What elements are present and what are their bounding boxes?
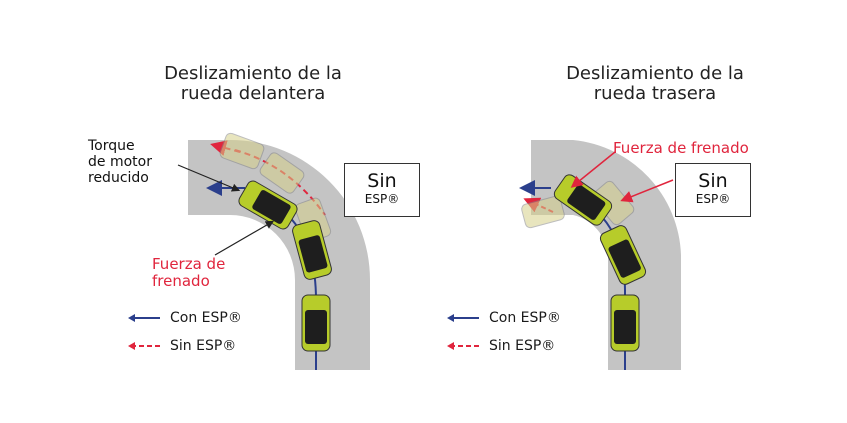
brake-leader-line-1: [570, 151, 616, 188]
no-esp-box: Sin ESP®: [675, 163, 751, 217]
car-2: [599, 225, 647, 285]
brake-leader-line-2: [620, 179, 674, 203]
dashed-arrow-icon: [447, 342, 479, 350]
rear-wheel-skid-panel: Deslizamiento de la rueda trasera: [423, 0, 847, 423]
front-skid-diagram: [177, 132, 370, 370]
faded-car-1: [219, 132, 265, 170]
car-3: [238, 180, 298, 230]
reduced-torque-label: Torque de motor reducido: [88, 138, 152, 186]
brake-leader-line: [214, 220, 275, 256]
torque-leader-line: [177, 164, 241, 192]
legend-with-esp: Con ESP®: [128, 310, 242, 326]
curved-road: [531, 140, 681, 370]
rear-skid-diagram: [519, 140, 681, 370]
legend-without-esp: Sin ESP®: [447, 338, 555, 354]
car-3: [553, 174, 613, 226]
solid-arrow-icon: [128, 314, 160, 322]
no-esp-box: Sin ESP®: [344, 163, 420, 217]
legend-without-esp: Sin ESP®: [128, 338, 236, 354]
legend-with-esp: Con ESP®: [447, 310, 561, 326]
dashed-arrow-icon: [128, 342, 160, 350]
car-1: [610, 294, 640, 352]
brake-force-label: Fuerza de frenado: [152, 255, 226, 290]
faded-car-2: [259, 152, 305, 194]
faded-car-1: [521, 195, 565, 229]
car-2: [292, 220, 332, 280]
brake-force-label: Fuerza de frenado: [613, 139, 749, 157]
front-wheel-skid-panel: Deslizamiento de la rueda delantera: [88, 63, 420, 370]
front-skid-title: Deslizamiento de la rueda delantera: [164, 63, 342, 104]
car-1: [301, 294, 331, 352]
solid-arrow-icon: [447, 314, 479, 322]
rear-skid-title: Deslizamiento de la rueda trasera: [566, 63, 744, 104]
